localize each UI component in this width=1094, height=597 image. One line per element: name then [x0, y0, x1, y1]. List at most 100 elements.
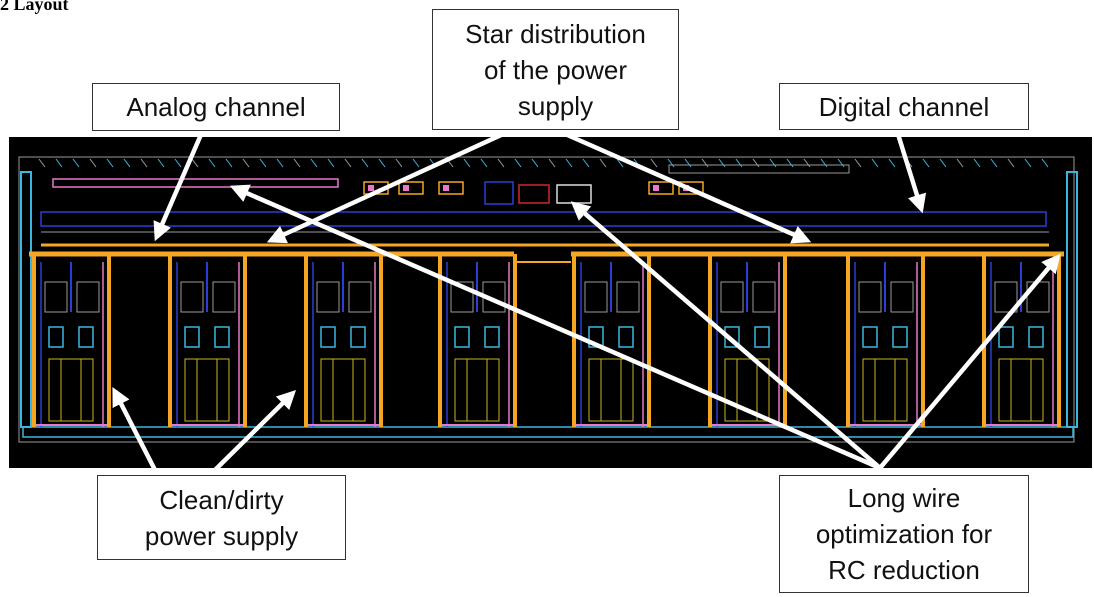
- resistor-block: [998, 358, 1044, 422]
- cap-block: [484, 326, 500, 348]
- label-clean-dirty-power: Clean/dirty power supply: [97, 475, 346, 560]
- long-line-2: optimization for: [815, 519, 993, 549]
- top-pad: [939, 158, 947, 168]
- top-pad: [837, 158, 845, 168]
- cap-block: [350, 326, 366, 348]
- top-pad: [123, 158, 131, 168]
- device-block: [44, 281, 68, 313]
- device-block: [212, 281, 236, 313]
- arrow-digital-channel: [894, 130, 927, 214]
- top-pad: [361, 158, 369, 168]
- star-line-3: supply: [517, 90, 594, 121]
- device-block: [890, 281, 914, 313]
- device-block: [616, 281, 640, 313]
- top-pad: [293, 158, 301, 168]
- cap-block: [78, 326, 94, 348]
- clean-line-1: Clean/dirty: [159, 484, 284, 515]
- cap-block: [214, 326, 230, 348]
- device-block: [584, 281, 608, 313]
- label-long-wire: Long wire optimization for RC reduction: [779, 475, 1029, 593]
- top-pad: [803, 158, 811, 168]
- device-block: [316, 281, 340, 313]
- cap-block: [618, 326, 634, 348]
- top-pad: [582, 158, 590, 168]
- device-block: [858, 281, 882, 313]
- star-line-1: Star distribution: [465, 18, 646, 49]
- top-pad: [208, 158, 216, 168]
- device-block: [752, 281, 776, 313]
- top-pad: [157, 158, 165, 168]
- top-pad: [1024, 158, 1032, 168]
- resistor-block: [48, 358, 94, 422]
- top-pad: [89, 158, 97, 168]
- cap-block: [1028, 326, 1044, 348]
- top-pad: [310, 158, 318, 168]
- cap-block: [862, 326, 878, 348]
- control-via: [368, 185, 374, 191]
- cap-block: [998, 326, 1014, 348]
- cap-block: [892, 326, 908, 348]
- top-pad: [820, 158, 828, 168]
- chip-layout: [9, 137, 1092, 468]
- top-pad: [973, 158, 981, 168]
- top-pad: [752, 158, 760, 168]
- cap-block: [48, 326, 64, 348]
- top-pad: [531, 158, 539, 168]
- top-pad: [276, 158, 284, 168]
- cap-block: [454, 326, 470, 348]
- cap-block: [184, 326, 200, 348]
- top-pad: [769, 158, 777, 168]
- top-pad: [55, 158, 63, 168]
- resistor-block: [454, 358, 500, 422]
- top-pad: [888, 158, 896, 168]
- arrow-longwire-analog: [229, 184, 881, 471]
- top-pad: [225, 158, 233, 168]
- top-pad: [701, 158, 709, 168]
- top-pad: [463, 158, 471, 168]
- layout-drawing: [18, 156, 1078, 443]
- top-pad: [480, 158, 488, 168]
- label-digital-channel: Digital channel: [779, 83, 1029, 130]
- center-block: [484, 181, 514, 205]
- control-block: [648, 181, 674, 195]
- control-block: [678, 181, 704, 195]
- top-bus: [668, 164, 850, 174]
- top-pad: [599, 158, 607, 168]
- top-pad: [140, 158, 148, 168]
- top-pad: [412, 158, 420, 168]
- top-pad: [616, 158, 624, 168]
- center-block-red: [518, 184, 550, 204]
- clean-line-2: power supply: [144, 520, 299, 551]
- long-line-3: RC reduction: [828, 555, 980, 585]
- die-outline: [18, 156, 1075, 443]
- control-via: [403, 185, 409, 191]
- top-pad: [327, 158, 335, 168]
- device-block: [450, 281, 474, 313]
- top-pad: [786, 158, 794, 168]
- top-pad: [497, 158, 505, 168]
- resistor-block: [184, 358, 230, 422]
- top-pad: [378, 158, 386, 168]
- star-line-2: of the power: [483, 54, 628, 85]
- device-block: [180, 281, 204, 313]
- top-pad: [735, 158, 743, 168]
- top-pad: [667, 158, 675, 168]
- arrow-star-right: [555, 127, 812, 244]
- top-pad: [259, 158, 267, 168]
- device-block: [720, 281, 744, 313]
- top-pad: [242, 158, 250, 168]
- control-via: [443, 185, 449, 191]
- control-block: [398, 181, 424, 195]
- top-pad: [174, 158, 182, 168]
- control-via: [653, 185, 659, 191]
- arrow-longwire-right: [878, 253, 1061, 470]
- label-star-distribution: Star distribution of the power supply: [432, 9, 679, 130]
- cap-block: [320, 326, 336, 348]
- analog-bar: [52, 178, 339, 188]
- top-pad: [650, 158, 658, 168]
- resistor-block: [588, 358, 634, 422]
- top-pad: [514, 158, 522, 168]
- device-block: [76, 281, 100, 313]
- top-pad: [1007, 158, 1015, 168]
